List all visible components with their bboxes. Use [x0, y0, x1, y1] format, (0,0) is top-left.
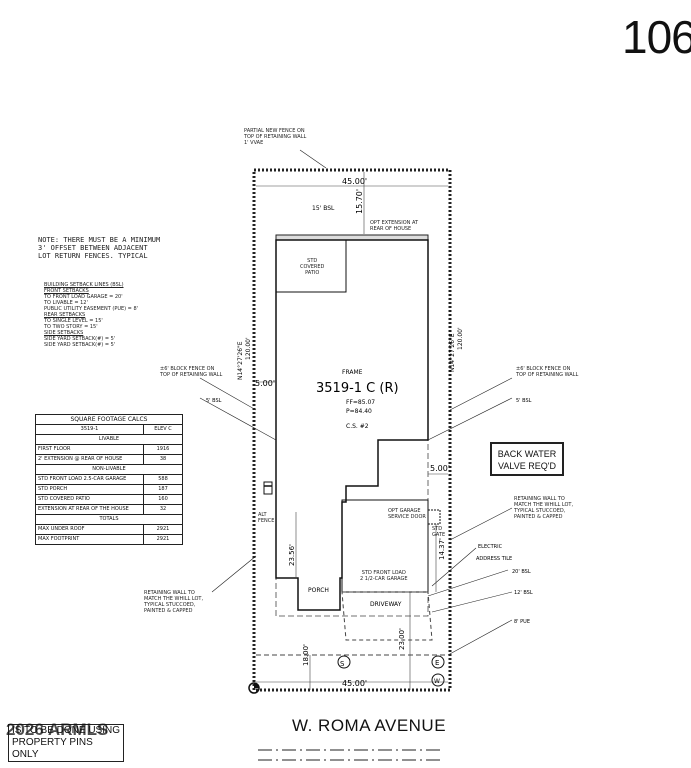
dim-right-depth-total: 120.00'	[457, 327, 464, 350]
front-setback-item: TO FRONT LOAD GARAGE = 20'	[44, 294, 123, 300]
dim-left-side-label: 5.00'	[255, 379, 275, 388]
side-setback-item: SIDE YARD SETBACK(#) = 5'	[44, 336, 116, 342]
rear-setback-item: TO SINGLE LEVEL = 15'	[44, 318, 103, 324]
pue-8-label: 8' PUE	[514, 619, 530, 625]
leader-bsl-12	[431, 591, 513, 613]
leader-fence-top	[299, 149, 327, 169]
bsl-20-label: 20' BSL	[512, 569, 531, 575]
fence-top-label: PARTIAL NEW FENCE ON TOP OF RETAINING WA…	[244, 128, 307, 146]
address-tile-label: ADDRESS TILE	[476, 556, 512, 562]
driveway-outline	[341, 591, 433, 641]
retaining-left-label: RETAINING WALL TO MATCH THE WHILL LOT, T…	[144, 590, 204, 614]
leader-fence-left	[199, 377, 257, 411]
dim-top-width-label: 45.00'	[342, 177, 367, 186]
electric-meter-icon	[263, 481, 273, 495]
driveway-label: DRIVEWAY	[370, 601, 402, 608]
dim-front-drive-label: 23.00'	[398, 628, 406, 650]
bsl-12-label: 12' BSL	[514, 590, 533, 596]
front-setback-item: PUBLIC UTILITY EASEMENT (PUE) = 8'	[44, 306, 139, 312]
street-centerline	[258, 749, 440, 761]
service-door-icon	[427, 509, 441, 525]
copyright-watermark: 2026 ARMLS	[6, 720, 109, 739]
front-setback-item: TO LIVABLE = 12'	[44, 300, 88, 306]
block-fence-left-label: ±6' BLOCK FENCE ON TOP OF RETAINING WALL	[160, 366, 223, 378]
side-setback-item: SIDE YARD SETBACK(#) = 5'	[44, 342, 116, 348]
leader-retaining-left	[211, 555, 257, 593]
leader-bsl-right	[427, 397, 513, 441]
disclaimer-line: PROPERTY PINS ONLY	[12, 737, 93, 760]
construction-set: C.S. #2	[346, 423, 369, 430]
frame-label: FRAME	[342, 369, 363, 376]
dim-front-left-label: 18.00'	[302, 644, 310, 666]
bsl-top-label: 15' BSL	[312, 205, 335, 212]
backwater-valve-note: BACK WATER VALVE REQ'D	[490, 442, 564, 476]
opt-garage-door-label: OPT GARAGE SERVICE DOOR	[388, 508, 426, 520]
setbacks-notes: BUILDING SETBACK LINES (BSL) FRONT SETBA…	[44, 282, 138, 348]
finished-floor: FF=85.07	[346, 399, 375, 406]
opt-extension-label: OPT EXTENSION AT REAR OF HOUSE	[370, 220, 419, 232]
property-pin-fill	[254, 683, 259, 688]
lot-boundary	[252, 168, 452, 692]
electric-mark: E	[435, 659, 439, 667]
block-fence-right-label: ±6' BLOCK FENCE ON TOP OF RETAINING WALL	[516, 366, 579, 378]
bearing-right: N14°27'26"E	[449, 333, 456, 372]
leader-bsl-20	[427, 569, 509, 597]
disclaimer-box: IS TO BE DONE USING PROPERTY PINS ONLY	[8, 724, 124, 762]
garage-label: STD FRONT LOAD 2 1/2-CAR GARAGE	[360, 570, 408, 582]
dim-right-depth-label: 14.37'	[438, 538, 446, 560]
leader-bsl-left	[199, 397, 277, 441]
dim-left-depth-label: 23.56'	[288, 544, 296, 566]
lot-number: 106	[622, 11, 691, 63]
gate-right-label: STD GATE	[432, 526, 446, 538]
water-meter-icon	[431, 673, 445, 687]
setbacks-heading: BUILDING SETBACK LINES (BSL)	[44, 282, 124, 288]
leader-retaining-right	[449, 507, 513, 541]
pad-elevation: P=84.40	[346, 408, 372, 415]
bearing-left: N14°27'26"E	[237, 341, 244, 380]
electric-label: ELECTRIC	[478, 544, 503, 550]
plan-lot-id: 3519-1 C (R)	[316, 381, 399, 396]
porch-label: PORCH	[308, 587, 329, 594]
sewer-cleanout-icon	[337, 655, 351, 669]
bsl-left-label: 5' BSL	[206, 398, 222, 404]
retaining-right-label: RETAINING WALL TO MATCH THE WHILL LOT, T…	[514, 496, 574, 520]
sewer-mark: S	[340, 660, 345, 668]
rear-setback-item: TO TWO STORY = 15'	[44, 324, 98, 330]
dim-right-side-label: 5.00'	[430, 464, 450, 473]
electric-box-icon	[431, 655, 445, 669]
rear-setbacks-heading: REAR SETBACKS	[44, 312, 86, 318]
general-note: NOTE: THERE MUST BE A MINIMUM 3' OFFSET …	[38, 236, 161, 260]
dim-left-depth-total: 120.00'	[245, 337, 252, 360]
street-name: W. ROMA AVENUE	[292, 716, 447, 735]
leader-fence-right	[449, 377, 513, 411]
covered-patio-label: STD COVERED PATIO	[300, 258, 325, 276]
dim-rear-setback-label: 15.70'	[355, 189, 364, 214]
dim-bottom-width-label: 45.00'	[342, 679, 367, 688]
side-setbacks-heading: SIDE SETBACKS	[44, 330, 84, 336]
gate-left-label: ALT FENCE	[258, 512, 275, 524]
bsl-right-label: 5' BSL	[516, 398, 532, 404]
disclaimer-line: IS TO BE DONE USING	[12, 725, 120, 736]
covered-patio-outline	[275, 239, 347, 293]
leader-pue	[447, 619, 513, 656]
backwater-valve-text: BACK WATER VALVE REQ'D	[497, 449, 557, 471]
water-mark: W	[434, 678, 440, 685]
front-setbacks-heading: FRONT SETBACKS	[44, 288, 89, 294]
leader-electric	[431, 547, 477, 587]
